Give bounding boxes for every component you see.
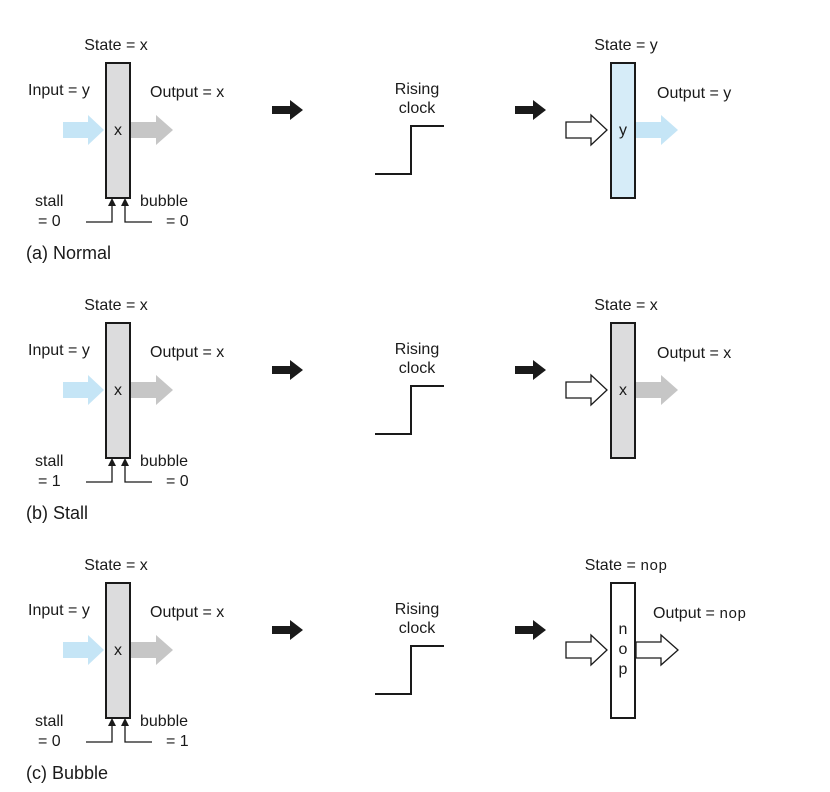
output-label-after: Output = x [657, 345, 731, 362]
stall-wire-arrowhead [108, 198, 116, 206]
stall-wire-arrowhead [108, 718, 116, 726]
output-arrow-before [131, 375, 173, 405]
input-arrow [63, 115, 104, 145]
output-arrow-after [635, 633, 679, 667]
rising-clock-edge [375, 385, 444, 435]
input-label: Input = y [28, 602, 90, 619]
state-label-code: nop [640, 558, 667, 575]
output-label-prefix: Output = [653, 605, 719, 622]
output-arrow-before [131, 115, 173, 145]
stall-value: = 1 [38, 473, 61, 490]
transition-arrow-2 [515, 100, 546, 120]
transition-arrow-2 [515, 360, 546, 380]
stall-label: stall [35, 453, 63, 470]
output-label-after: Output = y [657, 85, 731, 102]
input-arrow [63, 375, 104, 405]
clock-label-line2: clock [399, 620, 436, 637]
state-label-before: State = x [84, 37, 148, 54]
bubble-value: = 0 [166, 473, 189, 490]
output-label-before: Output = x [150, 84, 224, 101]
bubble-value: = 1 [166, 733, 189, 750]
panel-caption: (c) Bubble [26, 763, 108, 783]
transition-arrow-1 [272, 100, 303, 120]
stall-wire [86, 720, 113, 743]
input-arrow [63, 635, 104, 665]
input-label: Input = y [28, 342, 90, 359]
state-label-after: State = x [594, 297, 658, 314]
panel-bubble: State = x Input = y Output = x x stall =… [26, 557, 746, 783]
stall-value: = 0 [38, 733, 61, 750]
bubble-value: = 0 [166, 213, 189, 230]
input-arrow-after [565, 633, 608, 667]
panel-caption: (b) Stall [26, 503, 88, 523]
bubble-label: bubble [140, 713, 188, 730]
bubble-label: bubble [140, 193, 188, 210]
output-label-after: Output = nop [653, 605, 746, 623]
bubble-wire-arrowhead [121, 718, 129, 726]
bubble-wire [124, 200, 152, 223]
register-letter-n: n [619, 621, 628, 638]
register-before [105, 582, 131, 719]
clock-label-line2: clock [399, 100, 436, 117]
input-arrow-after [565, 373, 608, 407]
bubble-wire-arrowhead [121, 458, 129, 466]
panel-normal: State = x Input = y Output = x x stall =… [26, 37, 731, 263]
state-label-after: State = nop [585, 557, 668, 575]
transition-arrow-2 [515, 620, 546, 640]
bubble-label: bubble [140, 453, 188, 470]
output-arrow-after [636, 375, 678, 405]
panel-stall: State = x Input = y Output = x x stall =… [26, 297, 731, 523]
clock-label-line2: clock [399, 360, 436, 377]
input-label: Input = y [28, 82, 90, 99]
output-arrow-before [131, 635, 173, 665]
register-after [610, 322, 636, 459]
rising-clock-edge [375, 645, 444, 695]
stall-label: stall [35, 713, 63, 730]
register-before [105, 62, 131, 199]
register-letter-p: p [619, 661, 628, 678]
state-label-prefix: State = [585, 557, 641, 574]
register-letter-o: o [619, 641, 628, 658]
register-value-before: x [114, 122, 122, 139]
output-arrow-after [636, 115, 678, 145]
bubble-wire [124, 720, 152, 743]
stall-value: = 0 [38, 213, 61, 230]
register-after [610, 582, 636, 719]
stall-label: stall [35, 193, 63, 210]
register-value-after: y [619, 122, 627, 139]
panel-caption: (a) Normal [26, 243, 111, 263]
clock-label-line1: Rising [395, 81, 439, 98]
stall-wire-arrowhead [108, 458, 116, 466]
rising-clock-edge [375, 125, 444, 175]
stall-wire [86, 200, 113, 223]
transition-arrow-1 [272, 620, 303, 640]
state-label-before: State = x [84, 557, 148, 574]
bubble-wire-arrowhead [121, 198, 129, 206]
output-label-before: Output = x [150, 344, 224, 361]
output-label-code: nop [719, 606, 746, 623]
clock-label-line1: Rising [395, 601, 439, 618]
bubble-wire [124, 460, 152, 483]
stall-wire [86, 460, 113, 483]
transition-arrow-1 [272, 360, 303, 380]
register-value-after: x [619, 382, 627, 399]
output-label-before: Output = x [150, 604, 224, 621]
input-arrow-after [565, 113, 608, 147]
state-label-after: State = y [594, 37, 658, 54]
register-value-before: x [114, 382, 122, 399]
state-label-before: State = x [84, 297, 148, 314]
register-value-before: x [114, 642, 122, 659]
register-before [105, 322, 131, 459]
register-after [610, 62, 636, 199]
clock-label-line1: Rising [395, 341, 439, 358]
